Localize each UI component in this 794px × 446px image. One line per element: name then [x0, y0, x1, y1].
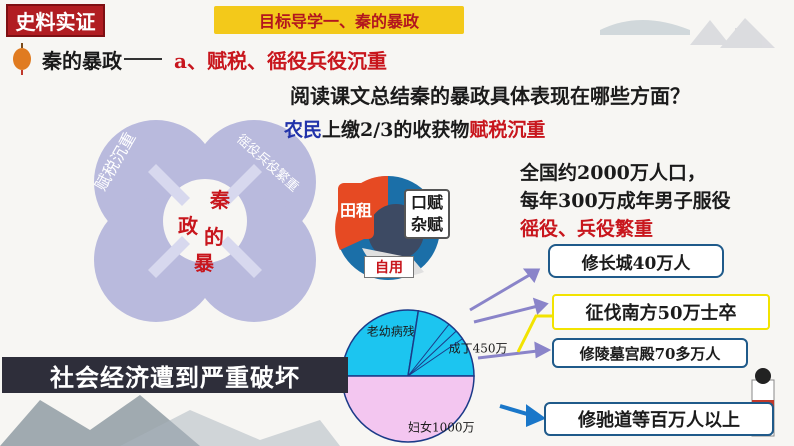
- arrows: [469, 268, 552, 428]
- tax-line-share: 上缴2/3的收获物: [322, 119, 470, 141]
- cycle-center-zheng: 政: [178, 214, 199, 238]
- stats-service: 每年300万成年男子服役: [520, 190, 731, 212]
- section-banner: 目标导学一、秦的暴政: [214, 6, 464, 34]
- pie-slice-2: [341, 375, 475, 443]
- tax-self-use: 自用: [364, 256, 414, 278]
- conclusion-banner: 社会经济遭到严重破坏: [2, 357, 348, 393]
- lantern-icon: [13, 43, 31, 75]
- cycle-center-de: 的: [204, 225, 224, 249]
- labor-box-great-wall: 修长城40万人: [548, 244, 724, 278]
- divider-dash: [124, 58, 162, 60]
- pie-spoke-1: [407, 330, 457, 377]
- tax-line-farmers: 农民: [284, 119, 323, 141]
- stats-heavy: 徭役、兵役繁重: [520, 218, 654, 240]
- stats-population: 全国约2000万人口，: [520, 162, 706, 184]
- pie-label-2: 妇女1000万: [408, 420, 475, 435]
- question-text: 阅读课文总结秦的暴政具体表现在哪些方面？: [290, 84, 690, 108]
- tax-field-rent: 田租: [338, 183, 374, 239]
- tax-line-heavy: 赋税沉重: [469, 119, 546, 141]
- labor-box-tomb-palace: 修陵墓宫殿70多万人: [552, 338, 748, 368]
- pie-spoke-0: [407, 323, 450, 377]
- tax-head-levy: 口赋杂赋: [404, 189, 450, 239]
- topic-point-a: a、赋税、徭役兵役沉重: [174, 49, 387, 73]
- pie-label-1: 成丁450万: [449, 342, 508, 356]
- topic-title: 秦的暴政: [42, 49, 122, 73]
- cycle-diagram: 赋税沉重 徭役兵役繁重 秦 政 的 暴: [91, 120, 316, 322]
- pie-slice-1: [407, 309, 475, 377]
- tax-line: 农民上缴2/3的收获物赋税沉重: [284, 115, 545, 142]
- pie-spoke-2: [407, 338, 463, 377]
- source-tag: 史料实证: [6, 4, 105, 37]
- cycle-center-qin: 秦: [209, 188, 231, 212]
- cycle-center-bao: 暴: [194, 251, 215, 275]
- labor-box-roads: 修驰道等百万人以上: [544, 402, 774, 436]
- pie-slice-0: [341, 309, 420, 377]
- labor-box-south-campaign: 征伐南方50万士卒: [552, 294, 770, 330]
